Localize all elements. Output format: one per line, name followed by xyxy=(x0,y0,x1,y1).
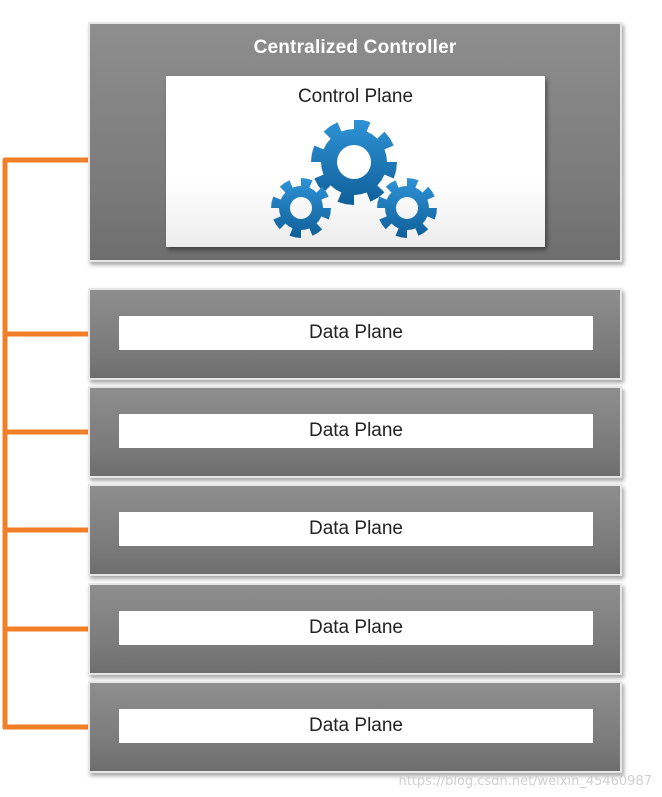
left-gear-icon xyxy=(271,178,331,238)
gears-icon xyxy=(271,120,437,238)
data-plane-box-5: Data Plane xyxy=(88,681,622,773)
data-plane-label-2: Data Plane xyxy=(119,414,593,448)
data-plane-box-2: Data Plane xyxy=(88,386,622,478)
data-plane-label-1: Data Plane xyxy=(119,316,593,350)
data-plane-label-5: Data Plane xyxy=(119,709,593,743)
centralized-controller: Centralized Controller Control Plane xyxy=(88,22,622,262)
data-plane-box-1: Data Plane xyxy=(88,288,622,380)
control-plane-label: Control Plane xyxy=(297,86,414,107)
control-plane-box: Control Plane xyxy=(166,76,545,247)
data-plane-label-3: Data Plane xyxy=(119,512,593,546)
right-gear-icon xyxy=(377,178,437,238)
watermark: https://blog.csdn.net/weixin_45460987 xyxy=(398,774,652,789)
large-gear-icon xyxy=(311,120,397,205)
controller-title: Centralized Controller xyxy=(253,37,457,58)
data-plane-box-4: Data Plane xyxy=(88,583,622,675)
data-plane-box-3: Data Plane xyxy=(88,484,622,576)
data-plane-label-4: Data Plane xyxy=(119,611,593,645)
